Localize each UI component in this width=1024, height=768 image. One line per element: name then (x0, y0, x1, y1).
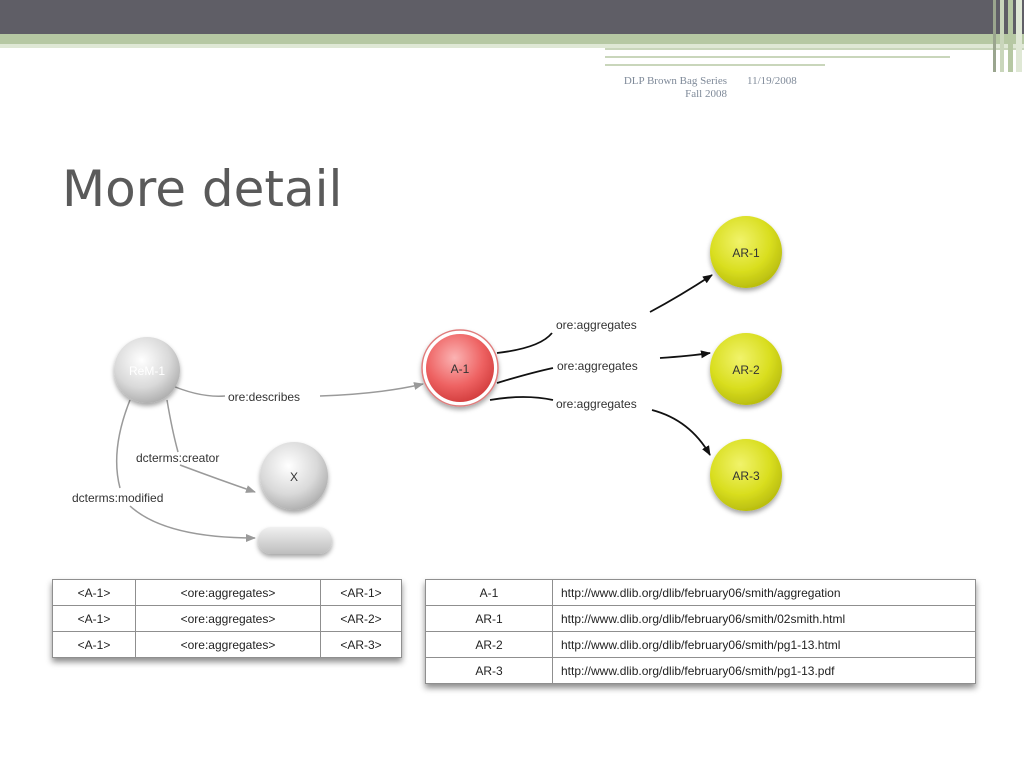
mapping-id: AR-3 (425, 657, 553, 684)
corner-stripe (1000, 0, 1004, 72)
edge-aggregates-3 (489, 396, 554, 401)
accent-bar (0, 34, 1024, 44)
triple-object: <AR-2> (320, 605, 402, 632)
slide-date: 11/19/2008 (747, 75, 797, 87)
corner-stripe (993, 0, 996, 72)
edge-aggregates-1 (496, 332, 553, 354)
table-row: AR-3 http://www.dlib.org/dlib/february06… (425, 657, 976, 684)
node-label-ar-1: AR-1 (732, 246, 760, 260)
mapping-id: AR-1 (425, 605, 553, 632)
edge-label-creator: dcterms:creator (136, 451, 219, 465)
mapping-url: http://www.dlib.org/dlib/february06/smit… (552, 631, 976, 658)
uri-mapping-table: A-1 http://www.dlib.org/dlib/february06/… (425, 579, 976, 684)
edge-aggregates-3-arrow (651, 409, 711, 456)
node-ar-2: AR-2 (710, 333, 782, 405)
table-row: <A-1> <ore:aggregates> <AR-2> (52, 605, 402, 632)
triple-subject: <A-1> (52, 579, 136, 606)
edge-modified-arrow (129, 505, 256, 542)
edge-label-aggregates-2: ore:aggregates (557, 359, 638, 373)
mapping-url: http://www.dlib.org/dlib/february06/smit… (552, 657, 976, 684)
mapping-url: http://www.dlib.org/dlib/february06/smit… (552, 579, 976, 606)
top-bar (0, 0, 1024, 34)
mapping-id: A-1 (425, 579, 553, 606)
edge-label-aggregates-1: ore:aggregates (556, 318, 637, 332)
triple-predicate: <ore:aggregates> (135, 605, 321, 632)
edge-aggregates-1-arrow (649, 274, 713, 313)
edge-describes (167, 383, 226, 397)
node-ar-1: AR-1 (710, 216, 782, 288)
node-ar-3: AR-3 (710, 439, 782, 511)
triple-predicate: <ore:aggregates> (135, 631, 321, 658)
corner-stripe (1016, 0, 1022, 72)
triples-table: <A-1> <ore:aggregates> <AR-1> <A-1> <ore… (52, 579, 402, 658)
accent-line (605, 56, 950, 58)
corner-stripe (1008, 0, 1013, 72)
node-rem-1: ReM-1 (114, 337, 180, 403)
table-row: <A-1> <ore:aggregates> <AR-1> (52, 579, 402, 606)
accent-bar-thin (0, 44, 1024, 48)
triple-subject: <A-1> (52, 605, 136, 632)
table-row: A-1 http://www.dlib.org/dlib/february06/… (425, 579, 976, 606)
accent-line (605, 64, 825, 66)
slide-title: More detail (62, 160, 343, 218)
series-term: Fall 2008 (685, 88, 727, 100)
node-label-x: X (290, 470, 298, 484)
mapping-id: AR-2 (425, 631, 553, 658)
edge-creator-arrow (179, 464, 256, 493)
triple-object: <AR-3> (320, 631, 402, 658)
node-x: X (260, 442, 328, 510)
triple-object: <AR-1> (320, 579, 402, 606)
table-row: AR-2 http://www.dlib.org/dlib/february06… (425, 631, 976, 658)
edge-describes-arrow (319, 382, 424, 397)
triple-predicate: <ore:aggregates> (135, 579, 321, 606)
literal-node (258, 527, 332, 554)
accent-line (605, 48, 1024, 50)
series-label: DLP Brown Bag Series Fall 2008 (560, 75, 727, 101)
node-label-a-1: A-1 (451, 362, 470, 376)
edge-modified (115, 399, 131, 489)
table-row: AR-1 http://www.dlib.org/dlib/february06… (425, 605, 976, 632)
triple-subject: <A-1> (52, 631, 136, 658)
series-name: DLP Brown Bag Series (623, 75, 727, 87)
table-row: <A-1> <ore:aggregates> <AR-3> (52, 631, 402, 658)
edge-creator (166, 399, 179, 453)
edge-label-aggregates-3: ore:aggregates (556, 397, 637, 411)
node-label-ar-2: AR-2 (732, 363, 760, 377)
node-label-rem-1: ReM-1 (129, 364, 165, 378)
edge-label-describes: ore:describes (228, 390, 300, 404)
mapping-url: http://www.dlib.org/dlib/february06/smit… (552, 605, 976, 632)
node-a-1: A-1 (421, 329, 499, 407)
node-label-ar-3: AR-3 (732, 469, 760, 483)
edge-label-modified: dcterms:modified (72, 491, 163, 505)
edge-aggregates-2-arrow (659, 350, 711, 359)
edge-aggregates-2 (496, 367, 554, 384)
